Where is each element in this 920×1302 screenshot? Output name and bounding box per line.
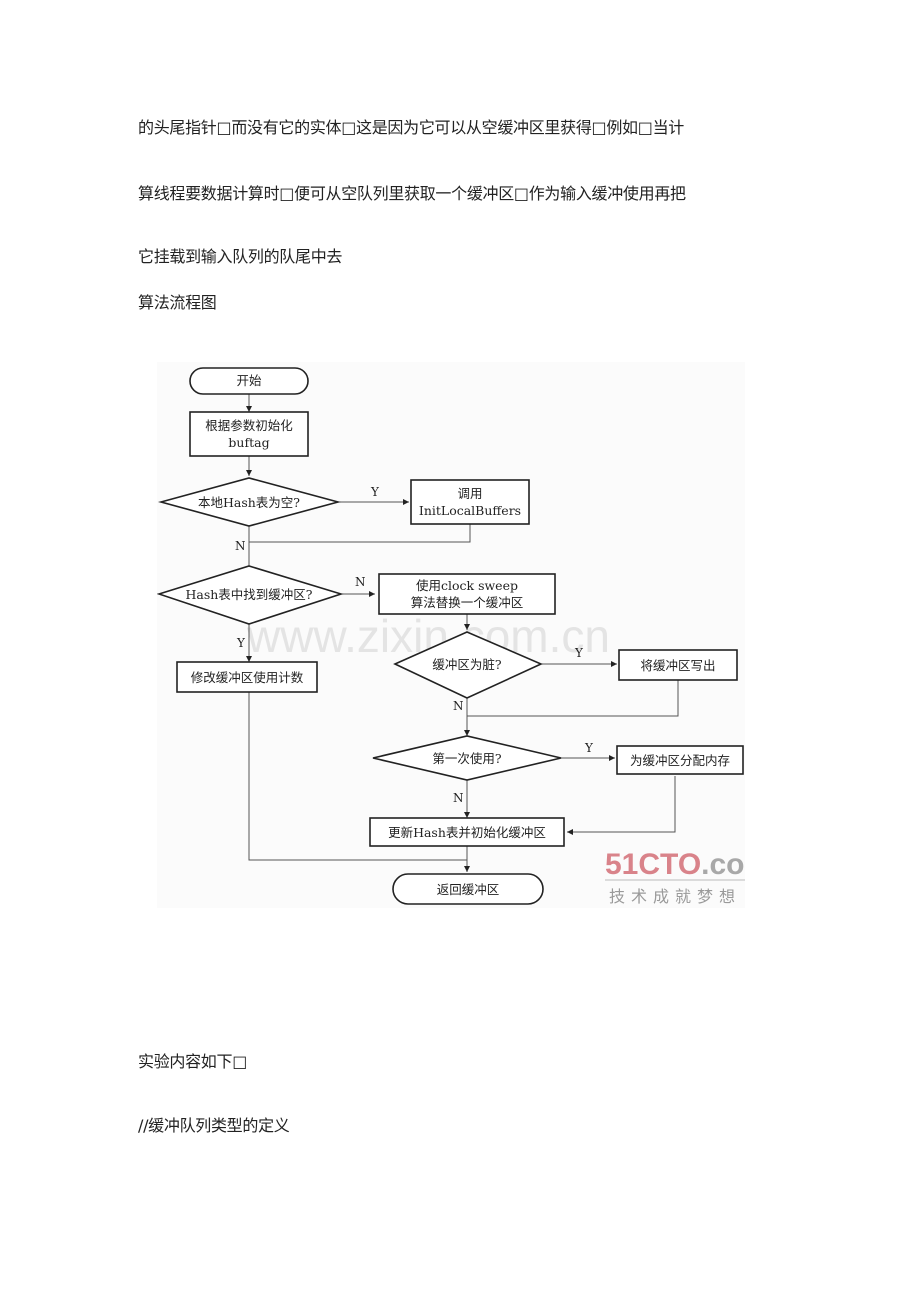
yes-label: Y [574,646,584,660]
logo-gray-text: .com [701,848,745,881]
svg-text:算法替换一个缓冲区: 算法替换一个缓冲区 [411,595,524,610]
decision-found-in-hash: Hash表中找到缓冲区? [157,565,344,625]
svg-text:修改缓冲区使用计数: 修改缓冲区使用计数 [191,670,304,685]
update-hash-node: 更新Hash表并初始化缓冲区 [369,817,565,847]
flowchart-figure: www.zixin.com.cn [157,362,745,908]
svg-text:更新Hash表并初始化缓冲区: 更新Hash表并初始化缓冲区 [388,825,546,840]
flowchart: www.zixin.com.cn [157,367,745,906]
svg-text:调用: 调用 [457,486,482,501]
decision-first-use: 第一次使用? [372,735,562,781]
clock-sweep-node: 使用clock sweep 算法替换一个缓冲区 [378,573,556,615]
paragraph-line-1: 的头尾指针□而没有它的实体□这是因为它可以从空缓冲区里获得□例如□当计 [138,118,684,137]
decision-local-hash-empty: 本地Hash表为空? [157,477,342,527]
start-node: 开始 [189,367,309,395]
svg-text:第一次使用?: 第一次使用? [432,751,502,766]
section-heading: 算法流程图 [138,293,217,312]
yes-label: Y [584,741,594,755]
svg-text:为缓冲区分配内存: 为缓冲区分配内存 [630,753,730,768]
no-label: N [355,575,366,589]
modify-usage-count-node: 修改缓冲区使用计数 [176,661,318,693]
no-label: N [453,791,464,805]
no-label: N [235,539,246,553]
code-comment-line: //缓冲队列类型的定义 [138,1116,290,1135]
svg-text:buftag: buftag [228,435,269,450]
allocate-memory-node: 为缓冲区分配内存 [616,745,744,775]
logo-red-text: 51CTO [605,848,701,881]
svg-text:返回缓冲区: 返回缓冲区 [437,882,500,897]
no-label: N [453,699,464,713]
yes-label: Y [236,636,246,650]
svg-text:InitLocalBuffers: InitLocalBuffers [419,503,521,518]
logo-tagline: 技术成就梦想 [609,887,741,906]
init-local-buffers-node: 调用 InitLocalBuffers [410,479,530,525]
experiment-content-heading: 实验内容如下□ [138,1052,248,1071]
init-buftag-node: 根据参数初始化 buftag [189,411,309,457]
return-node: 返回缓冲区 [392,873,544,905]
svg-text:缓冲区为脏?: 缓冲区为脏? [432,657,502,672]
decision-buffer-dirty: 缓冲区为脏? [393,631,543,699]
paragraph-line-3: 它挂载到输入队列的队尾中去 [138,247,343,266]
write-out-node: 将缓冲区写出 [618,649,738,681]
svg-text:将缓冲区写出: 将缓冲区写出 [640,658,715,673]
svg-text:使用clock sweep: 使用clock sweep [416,578,518,593]
svg-text:本地Hash表为空?: 本地Hash表为空? [198,495,300,510]
svg-text:开始: 开始 [236,373,262,388]
connectors [248,394,679,872]
svg-text:51CTO.com: 51CTO.com [605,848,745,881]
51cto-logo: 51CTO.com 技术成就梦想 [605,848,745,906]
yes-label: Y [370,485,380,499]
svg-text:根据参数初始化: 根据参数初始化 [205,418,293,433]
svg-text:Hash表中找到缓冲区?: Hash表中找到缓冲区? [185,587,312,602]
paragraph-line-2: 算线程要数据计算时□便可从空队列里获取一个缓冲区□作为输入缓冲使用再把 [138,184,686,203]
